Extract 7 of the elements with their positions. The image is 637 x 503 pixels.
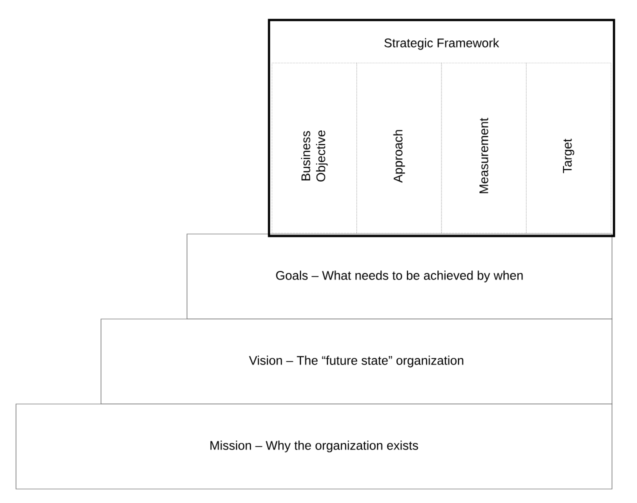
column-cell: Target (526, 62, 612, 234)
step-box: Vision – The “future state” organization (100, 318, 612, 404)
column-cell: Measurement (441, 62, 526, 234)
column-cell: Business Objective (272, 62, 357, 234)
column-cell: Approach (356, 62, 442, 234)
step-box: Mission – Why the organization exists (16, 404, 612, 490)
step-box: Goals – What needs to be achieved by when (186, 234, 612, 320)
